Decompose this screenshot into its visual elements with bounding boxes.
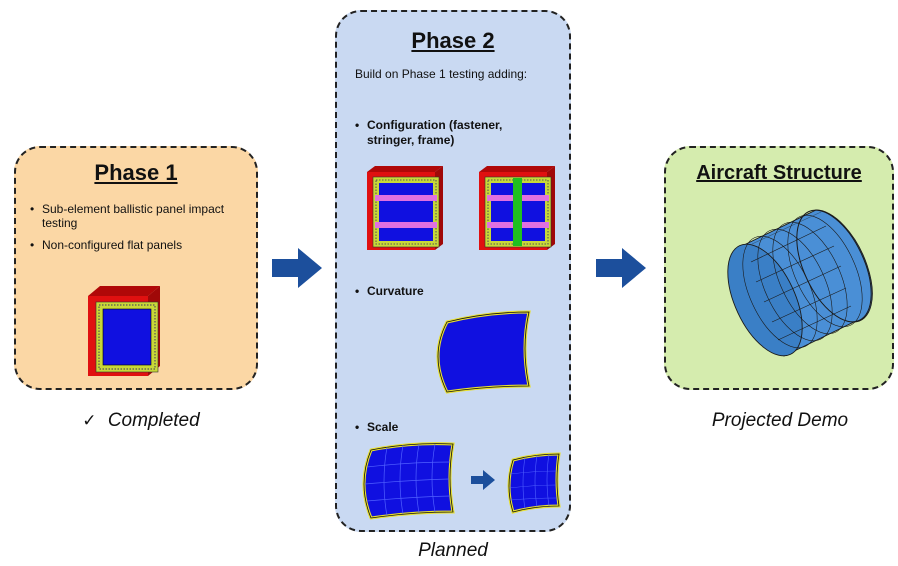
curved-panel-image — [436, 310, 531, 394]
configured-panel-stringers-image — [367, 166, 443, 250]
phase1-caption-text: Completed — [107, 410, 200, 431]
phase1-title: Phase 1 — [94, 160, 178, 185]
phase2-box: Phase 2 Build on Phase 1 testing adding:… — [335, 10, 571, 532]
phase2-caption: Planned — [418, 540, 488, 561]
arrow-right-icon — [272, 248, 322, 288]
phase2-item-curvature: Curvature — [355, 284, 424, 299]
configured-panel-frame-image — [479, 166, 555, 250]
phase2-title: Phase 2 — [411, 28, 495, 53]
phase1-bullet: Non-configured flat panels — [30, 238, 240, 252]
phase2-intro: Build on Phase 1 testing adding: — [355, 67, 528, 81]
phase2-item-configuration: Configuration (fastener, stringer, frame… — [355, 118, 547, 148]
fuselage-barrel-image — [727, 209, 873, 357]
aircraft-structure-title: Aircraft Structure — [696, 162, 862, 184]
arrow-right-icon — [596, 248, 646, 288]
phase1-bullet: Sub-element ballistic panel impact testi… — [30, 202, 240, 230]
flat-panel-image — [88, 286, 160, 376]
scale-panels-image — [362, 442, 561, 520]
phase2-item-scale: Scale — [355, 420, 398, 435]
aircraft-caption: Projected Demo — [711, 410, 849, 431]
aircraft-structure-box: Aircraft Structure — [664, 146, 894, 390]
phase1-box: Phase 1 Sub-element ballistic panel impa… — [14, 146, 258, 390]
phase1-caption: ✓ Completed — [56, 410, 226, 432]
check-icon: ✓ — [82, 411, 97, 430]
phase1-bullet-list: Sub-element ballistic panel impact testi… — [30, 202, 240, 260]
